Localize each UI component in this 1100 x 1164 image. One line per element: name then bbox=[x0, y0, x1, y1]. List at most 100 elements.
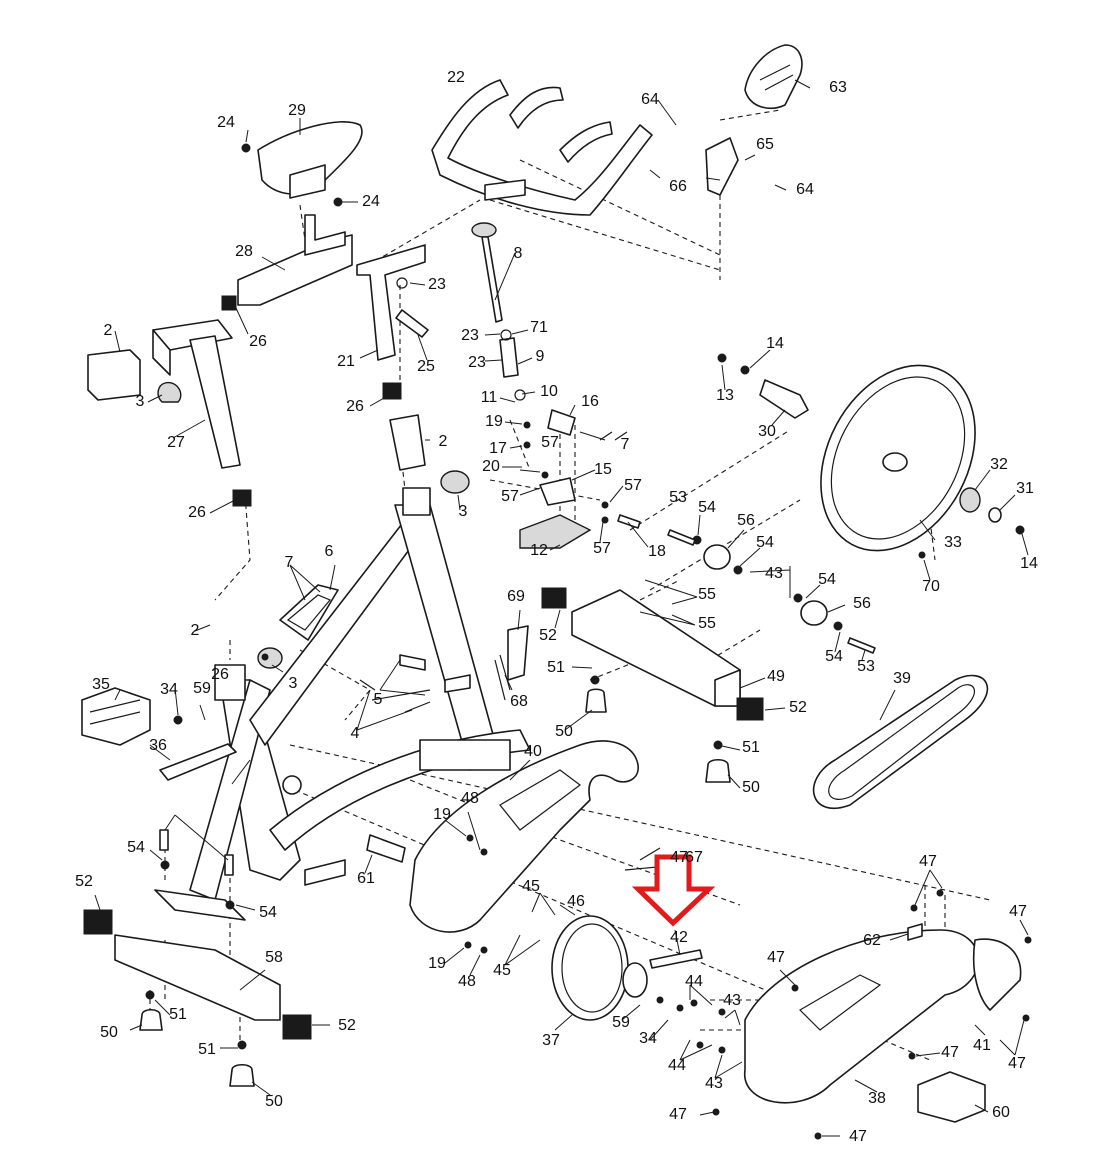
callout-6: 6 bbox=[325, 543, 334, 560]
callout-58: 58 bbox=[265, 949, 283, 966]
callout-4: 4 bbox=[351, 725, 360, 742]
callout-44: 44 bbox=[668, 1057, 686, 1074]
callout-43: 43 bbox=[705, 1075, 723, 1092]
callout-64: 64 bbox=[796, 181, 814, 198]
callout-54: 54 bbox=[825, 648, 843, 665]
callout-30: 30 bbox=[758, 423, 776, 440]
frame-bolts bbox=[359, 654, 471, 713]
callout-26: 26 bbox=[188, 504, 206, 521]
callout-38: 38 bbox=[868, 1090, 886, 1107]
callout-55: 55 bbox=[698, 615, 716, 632]
idler-pulleys bbox=[667, 529, 876, 654]
callout-20: 20 bbox=[482, 458, 500, 475]
callout-39: 39 bbox=[893, 670, 911, 687]
callout-28: 28 bbox=[235, 243, 253, 260]
callout-14: 14 bbox=[766, 335, 784, 352]
callout-7: 7 bbox=[285, 554, 294, 571]
callout-41: 41 bbox=[973, 1037, 991, 1054]
callout-64: 64 bbox=[641, 91, 659, 108]
callout-37: 37 bbox=[542, 1032, 560, 1049]
callout-57: 57 bbox=[624, 477, 642, 494]
callout-34: 34 bbox=[160, 681, 178, 698]
callout-31: 31 bbox=[1016, 480, 1034, 497]
crank-axle bbox=[366, 834, 406, 863]
callout-45: 45 bbox=[522, 878, 540, 895]
callout-5: 5 bbox=[374, 691, 383, 708]
callout-54: 54 bbox=[698, 499, 716, 516]
callout-47: 47 bbox=[849, 1128, 867, 1145]
callout-53: 53 bbox=[857, 658, 875, 675]
callout-63: 63 bbox=[829, 79, 847, 96]
callout-47: 47 bbox=[767, 949, 785, 966]
callout-11: 11 bbox=[481, 389, 498, 406]
callout-27: 27 bbox=[167, 434, 185, 451]
callout-53: 53 bbox=[669, 489, 687, 506]
callout-51: 51 bbox=[169, 1006, 187, 1023]
callout-51: 51 bbox=[742, 739, 760, 756]
callout-40: 40 bbox=[524, 743, 542, 760]
callout-21: 21 bbox=[337, 353, 355, 370]
callout-23: 23 bbox=[468, 354, 486, 371]
callout-47: 47 bbox=[941, 1044, 959, 1061]
callout-25: 25 bbox=[417, 358, 435, 375]
callout-2: 2 bbox=[104, 322, 113, 339]
tablet-holder bbox=[494, 625, 529, 701]
callout-54: 54 bbox=[818, 571, 836, 588]
callout-19: 19 bbox=[485, 413, 503, 430]
callout-62: 62 bbox=[863, 932, 881, 949]
callout-52: 52 bbox=[539, 627, 557, 644]
callout-2: 2 bbox=[439, 433, 448, 450]
callout-44: 44 bbox=[685, 973, 703, 990]
callout-52: 52 bbox=[75, 873, 93, 890]
callout-2: 2 bbox=[191, 622, 200, 639]
callout-71: 71 bbox=[530, 319, 548, 336]
callout-7: 7 bbox=[621, 436, 630, 453]
adjustment-knobs bbox=[257, 470, 470, 669]
callout-35: 35 bbox=[92, 676, 110, 693]
leader-lines bbox=[94, 79, 1029, 1137]
callout-50: 50 bbox=[742, 779, 760, 796]
callout-70: 70 bbox=[922, 578, 940, 595]
seat-slider bbox=[221, 121, 363, 311]
callout-26: 26 bbox=[249, 333, 267, 350]
callout-8: 8 bbox=[514, 245, 523, 262]
callout-48: 48 bbox=[461, 790, 479, 807]
callout-13: 13 bbox=[716, 387, 734, 404]
callout-49: 49 bbox=[767, 668, 785, 685]
callout-10: 10 bbox=[540, 383, 558, 400]
callout-57: 57 bbox=[541, 434, 559, 451]
callout-24: 24 bbox=[362, 193, 380, 210]
callout-52: 52 bbox=[338, 1017, 356, 1034]
callout-19: 19 bbox=[428, 955, 446, 972]
callout-68: 68 bbox=[510, 693, 528, 710]
handlebar-post bbox=[232, 244, 429, 507]
part-number-callouts: 2223334567789101112131414151617181919192… bbox=[75, 69, 1038, 1145]
callout-59: 59 bbox=[612, 1014, 630, 1031]
callout-65: 65 bbox=[756, 136, 774, 153]
callout-57: 57 bbox=[593, 540, 611, 557]
callout-3: 3 bbox=[459, 503, 468, 520]
callout-46: 46 bbox=[567, 893, 585, 910]
callout-3: 3 bbox=[136, 393, 145, 410]
callout-26: 26 bbox=[346, 398, 364, 415]
callout-23: 23 bbox=[461, 327, 479, 344]
callout-42: 42 bbox=[670, 929, 688, 946]
callout-26: 26 bbox=[211, 666, 229, 683]
callout-59: 59 bbox=[193, 680, 211, 697]
callout-50: 50 bbox=[100, 1024, 118, 1041]
callout-29: 29 bbox=[288, 102, 306, 119]
pedals-and-cranks bbox=[81, 687, 986, 1123]
callout-60: 60 bbox=[992, 1104, 1010, 1121]
callout-47: 47 bbox=[1008, 1055, 1026, 1072]
drive-sprocket bbox=[551, 847, 669, 1021]
callout-33: 33 bbox=[944, 534, 962, 551]
left-chain-guard bbox=[409, 740, 639, 933]
callout-36: 36 bbox=[149, 737, 167, 754]
callout-57: 57 bbox=[501, 488, 519, 505]
callout-16: 16 bbox=[581, 393, 599, 410]
hardware-dots bbox=[464, 551, 1032, 1140]
highlight-down-arrow bbox=[631, 854, 716, 927]
callout-14: 14 bbox=[1020, 555, 1038, 572]
callout-51: 51 bbox=[547, 659, 565, 676]
